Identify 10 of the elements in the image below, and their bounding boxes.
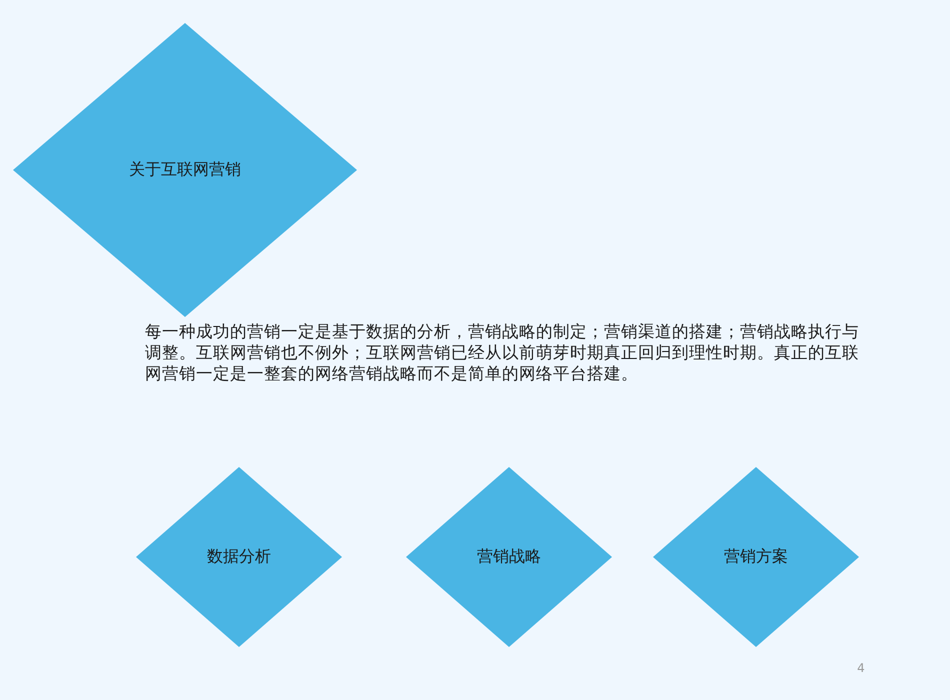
diamond-shape [13,23,357,317]
body-paragraph: 每一种成功的营销一定是基于数据的分析，营销战略的制定；营销渠道的搭建；营销战略执行与调整。互联网营销也不例外；互联网营销已经从以前萌芽时期真正回归到理性时期。真正的互联网营销一定是一整套的网络营销战略而不是简单的网络平台搭建。 [145,321,860,384]
diamond-label: 营销战略 [477,546,541,568]
diamond-label: 数据分析 [207,546,271,568]
page-number: 4 [856,660,866,676]
diamond-label: 关于互联网营销 [129,160,241,180]
diamond-shape [653,467,859,647]
diamond-shape [136,467,342,647]
diamond-shape [406,467,612,647]
diamond-label: 营销方案 [724,546,788,568]
